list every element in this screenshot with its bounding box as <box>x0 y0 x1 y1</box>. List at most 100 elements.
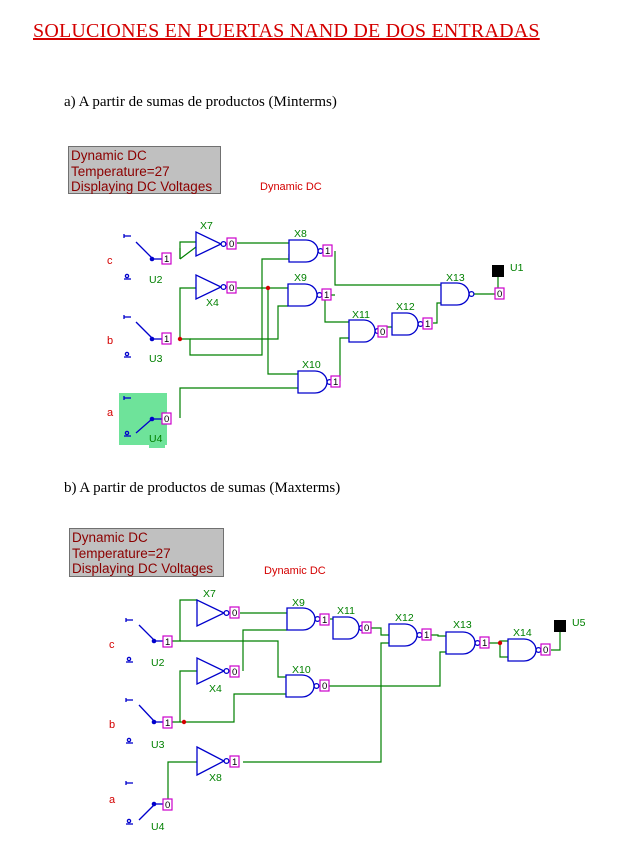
gate-body <box>507 638 537 662</box>
gate-bubble <box>316 291 323 299</box>
gate-body <box>195 230 223 258</box>
gate-label: X10 <box>302 359 321 371</box>
not-gate-x7[interactable]: X7 0 <box>195 220 237 258</box>
gate-bubble <box>223 609 230 617</box>
probe-value: 1 <box>325 246 330 257</box>
probe-value: 0 <box>364 623 369 634</box>
wire <box>433 302 441 324</box>
probe-value: 1 <box>232 757 237 768</box>
switch-c[interactable]: c U2 1 <box>107 234 172 286</box>
wire <box>180 640 286 678</box>
wire <box>329 651 446 687</box>
gate-body <box>388 623 418 647</box>
gate-bubble <box>474 639 481 647</box>
switch-name: U3 <box>149 353 163 365</box>
gate-label: X8 <box>294 228 307 240</box>
section-b-heading: b) A partir de productos de sumas (Maxte… <box>64 480 341 496</box>
gate-bubble <box>314 615 321 623</box>
probe <box>226 281 237 294</box>
gate-label: X11 <box>352 309 370 321</box>
not-gate-x8[interactable]: X8 1 <box>196 745 240 784</box>
input-label: b <box>109 719 115 731</box>
not-gate-x4[interactable]: X4 0 <box>196 656 240 695</box>
mode-label: Dynamic DC <box>264 565 326 577</box>
switch-a[interactable]: a U4 0 <box>107 396 172 445</box>
nand-gate-x14[interactable]: X14 0 <box>507 627 551 662</box>
gate-body <box>391 312 419 336</box>
junction-dot <box>265 285 271 291</box>
wire <box>499 643 508 658</box>
output-led-u5: U5 <box>554 617 586 632</box>
nand-gate-x8[interactable]: X8 1 <box>288 228 333 263</box>
probe-value: 1 <box>482 638 487 649</box>
wire <box>370 627 389 636</box>
probe <box>229 665 240 678</box>
wire <box>334 251 441 286</box>
switch-name: U2 <box>149 274 163 286</box>
nand-gate-x9[interactable]: X9 1 <box>286 597 330 631</box>
probe-value: 0 <box>232 608 237 619</box>
nand-gate-x12[interactable]: X12 1 <box>388 612 432 647</box>
probe <box>162 635 173 648</box>
wire <box>180 254 290 356</box>
probe <box>162 716 173 729</box>
gate-bubble <box>223 757 230 765</box>
probe-value: 0 <box>164 414 169 425</box>
gate-label: X13 <box>453 619 472 631</box>
probe-value: 1 <box>424 630 429 641</box>
gate-label: X13 <box>446 272 465 284</box>
not-gate-x4[interactable]: X4 0 <box>195 273 237 309</box>
probe <box>321 288 332 301</box>
nand-gate-x10[interactable]: X10 1 <box>297 359 341 394</box>
output-name: U1 <box>510 262 524 274</box>
wire <box>267 288 298 375</box>
probe-value: 1 <box>165 718 170 729</box>
input-label: a <box>109 794 116 806</box>
gate-body <box>196 598 226 628</box>
gate-bubble <box>416 631 423 639</box>
gate-label: X9 <box>294 272 307 284</box>
switch-name: U4 <box>151 821 165 833</box>
switch-highlight <box>149 440 165 448</box>
gate-body <box>332 616 360 640</box>
nand-gate-x11[interactable]: X11 0 <box>332 605 372 640</box>
nand-gate-x13[interactable]: X13 1 <box>445 619 490 655</box>
probe <box>161 412 172 425</box>
probe-value: 0 <box>543 645 548 656</box>
probe <box>540 643 551 656</box>
wire <box>242 629 287 671</box>
probe <box>229 755 240 768</box>
switch-contact <box>124 273 130 279</box>
not-gate-x7[interactable]: X7 0 <box>196 588 240 628</box>
gate-body <box>348 319 376 343</box>
wire <box>243 642 389 763</box>
nand-gate-x13[interactable]: X13 0 <box>440 272 505 306</box>
switch-lever <box>138 804 155 821</box>
nand-gate-x10[interactable]: X10 0 <box>285 664 330 698</box>
status-line: Temperature=27 <box>71 163 170 179</box>
switch-lever <box>138 624 155 641</box>
probe <box>162 798 173 811</box>
switch-a[interactable]: a U4 0 <box>109 781 173 833</box>
mode-label: Dynamic DC <box>260 181 322 193</box>
switch-b[interactable]: b U3 1 <box>109 698 173 751</box>
section-a-heading: a) A partir de sumas de productos (Minte… <box>64 94 337 110</box>
wire <box>179 287 196 339</box>
input-label: a <box>107 407 114 419</box>
switch-b[interactable]: b U3 1 <box>107 315 172 365</box>
probe-value: 1 <box>333 377 338 388</box>
gate-body <box>445 631 476 655</box>
gate-bubble <box>468 290 475 298</box>
wires-a <box>179 241 499 418</box>
circuit-a: Dynamic DC c <box>107 181 524 448</box>
gate-bubble <box>417 320 424 328</box>
nand-gate-x11[interactable]: X11 0 <box>348 309 388 343</box>
junction-dot <box>177 336 183 342</box>
switch-c[interactable]: c U2 1 <box>109 618 173 669</box>
nand-gate-x12[interactable]: X12 1 <box>391 301 433 336</box>
wire <box>172 670 197 723</box>
nand-gate-x9[interactable]: X9 1 <box>287 272 332 307</box>
probe-value: 0 <box>165 800 170 811</box>
probe-value: 0 <box>229 283 234 294</box>
